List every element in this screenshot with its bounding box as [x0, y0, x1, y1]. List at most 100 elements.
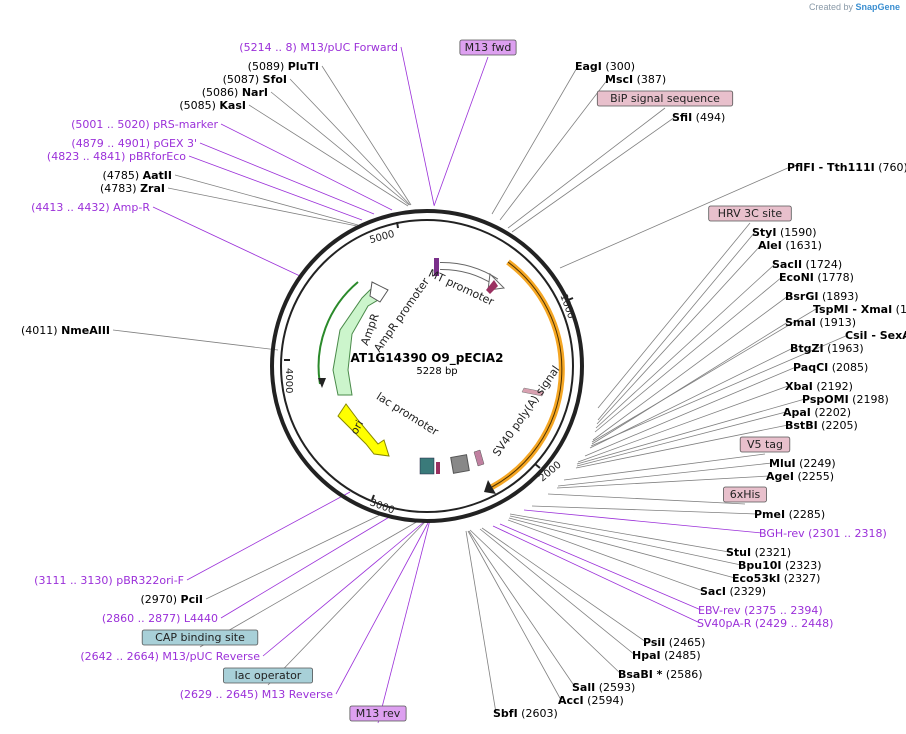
site-text: ApaI (2202) [783, 406, 851, 419]
ori-feature [337, 403, 390, 457]
site-m13-rev: M13 rev [349, 705, 407, 722]
site-stui: StuI (2321) [726, 546, 791, 559]
site-apai: ApaI (2202) [783, 406, 851, 419]
site-text: PflFI - Tth111I (760) [787, 161, 906, 174]
site-paqci: PaqCI (2085) [793, 361, 868, 374]
site-position: (4785) [103, 169, 143, 182]
site-text: (4785) AatII [103, 169, 172, 182]
site-text: StyI (1590) [752, 226, 817, 239]
site-position: (2629 .. 2645) [180, 688, 262, 701]
ampr-feature [332, 287, 379, 396]
leader-csii-sexai- [590, 334, 849, 447]
site-name: Eco53kI [732, 572, 780, 585]
site-position: (387) [633, 73, 666, 86]
site-position: (1913) [816, 316, 856, 329]
leader-bgh-rev [523, 509, 763, 534]
site-position: (2586) [662, 668, 702, 681]
site-position: (1631) [782, 239, 822, 252]
site-position: (4879 .. 4901) [71, 137, 153, 150]
feature-label-lac-promoter: lac promoter [374, 390, 441, 439]
site-name: AatII [143, 169, 172, 182]
site-pspomi: PspOMI (2198) [802, 393, 889, 406]
leader-prs-marker [220, 123, 393, 211]
site-name: BsrGI [785, 290, 818, 303]
site-saci: SacI (2329) [700, 585, 766, 598]
site-name: M13 fwd [465, 41, 512, 54]
site-l4440: (2860 .. 2877) L4440 [102, 612, 218, 625]
site-tspmi-xmai: TspMI - XmaI (1911) [813, 303, 906, 316]
site-psii: PsiI (2465) [643, 636, 705, 649]
site-box [459, 39, 517, 56]
leader-cap-binding-site [199, 519, 421, 648]
site-name: PciI [181, 593, 203, 606]
site-position: (2594) [584, 694, 624, 707]
leader-6xhis [547, 493, 746, 505]
site-name: PsiI [643, 636, 665, 649]
leader-eco53ki [508, 517, 736, 579]
site-name: pBRforEco [129, 150, 186, 163]
site-text: CsiI - SexAI * (1932) [845, 329, 906, 342]
site-box [222, 667, 313, 684]
site-text: BtgZI (1963) [790, 342, 864, 355]
site-text: HpaI (2485) [632, 649, 701, 662]
site-pcii: (2970) PciI [140, 593, 203, 606]
site-position: (2198) [849, 393, 889, 406]
site-name: PluTI [288, 60, 319, 73]
site-name: ZraI [140, 182, 165, 195]
site-name: NmeAIII [61, 324, 110, 337]
leader-pluti [321, 65, 412, 206]
tick-label-4000: 4000 [283, 368, 294, 393]
site-mlui: MluI (2249) [769, 457, 836, 470]
site-text: (3111 .. 3130) pBR322ori-F [34, 574, 184, 587]
site-sbfi: SbfI (2603) [493, 707, 558, 720]
site-name: BstBI [785, 419, 818, 432]
tick-3000-mark [371, 494, 375, 501]
site-box [596, 90, 734, 107]
site-position: (2205) [818, 419, 858, 432]
site-name: V5 tag [747, 438, 783, 451]
site-zrai: (4783) ZraI [100, 182, 165, 195]
site-name: PmeI [754, 508, 785, 521]
leader-alei [596, 244, 762, 425]
site-position: (1724) [802, 258, 842, 271]
site-text: XbaI (2192) [785, 380, 853, 393]
site-position: (2593) [595, 681, 635, 694]
site-lac-operator: lac operator [222, 667, 313, 684]
site-position: (2327) [780, 572, 820, 585]
site-name: M13/pUC Forward [300, 41, 398, 54]
site-name: SalI [572, 681, 595, 694]
site-pluti: (5089) PluTI [248, 60, 319, 73]
credit-prefix: Created by [808, 2, 853, 12]
site-name: EagI [575, 60, 602, 73]
lac-operator-mark [419, 457, 435, 475]
sv40-feature-mark [450, 454, 470, 474]
site-name: SacI [700, 585, 726, 598]
site-cap-binding-site: CAP binding site [141, 629, 259, 646]
site-pflfi-tth111i: PflFI - Tth111I (760) [787, 161, 906, 174]
site-text: (2860 .. 2877) L4440 [102, 612, 218, 625]
site-text: EagI (300) [575, 60, 635, 73]
site-bgh-rev: BGH-rev (2301 .. 2318) [759, 527, 887, 540]
site-name: lac operator [235, 669, 302, 682]
v5-tag-mark [521, 387, 545, 397]
site-text: (4413 .. 4432) Amp-R [31, 201, 150, 214]
leader-ebv-rev [499, 523, 702, 611]
site-text: (5214 .. 8) M13/pUC Forward [239, 41, 398, 54]
leader-pcii [205, 513, 383, 600]
site-prs-marker: (5001 .. 5020) pRS-marker [71, 118, 218, 131]
site-text: (2629 .. 2645) M13 Reverse [180, 688, 333, 701]
site-position: (1590) [776, 226, 816, 239]
site-text: (4823 .. 4841) pBRforEco [47, 150, 186, 163]
site-text: AccI (2594) [558, 694, 624, 707]
site-position: (1893) [818, 290, 858, 303]
site-msci: MscI (387) [605, 73, 666, 86]
site-text: SV40pA-R (2429 .. 2448) [697, 617, 833, 630]
site-bpu10i: Bpu10I (2323) [738, 559, 822, 572]
site-text: AgeI (2255) [766, 470, 834, 483]
site-name: L4440 [184, 612, 218, 625]
leader-aatii [174, 174, 359, 226]
leader-stui [509, 513, 730, 553]
site-position: (2192) [813, 380, 853, 393]
